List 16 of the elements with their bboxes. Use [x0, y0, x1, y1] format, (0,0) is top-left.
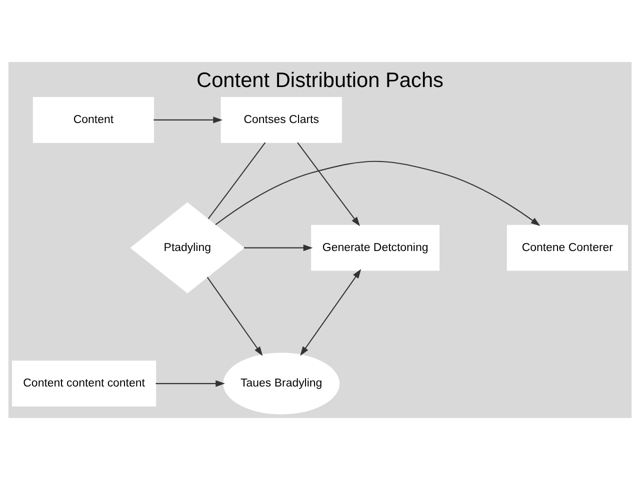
node-diamond: Ptadyling — [130, 202, 245, 294]
node-box: Content content content — [12, 360, 156, 407]
arrow — [156, 380, 226, 387]
node-box: Contses Clarts — [220, 96, 342, 143]
connector — [208, 142, 266, 220]
arrow — [300, 269, 362, 356]
node-box: Content — [32, 96, 154, 143]
arrow — [215, 160, 540, 226]
arrow — [206, 276, 263, 356]
arrow — [154, 116, 223, 124]
node-box: Generate Detctoning — [311, 224, 440, 271]
arrow — [244, 244, 313, 252]
arrow — [297, 142, 360, 226]
node-ellipse: Taues Bradyling — [223, 352, 340, 414]
node-box: Contene Conterer — [506, 224, 628, 271]
diagram-title: Content Distribution Pachs — [196, 69, 444, 92]
